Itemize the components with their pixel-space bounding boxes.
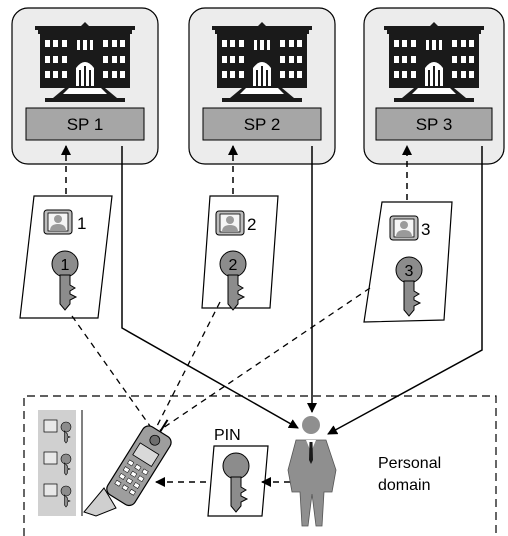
sp-box-2: SP 2 bbox=[188, 7, 336, 165]
solid-arrow-sp1-to-person bbox=[121, 146, 299, 429]
stored-credential-3 bbox=[43, 483, 72, 508]
photo-badge-icon bbox=[389, 215, 419, 241]
personal-domain-boundary bbox=[23, 395, 497, 536]
dashed-line-card1-to-phone bbox=[71, 315, 151, 427]
stored-credential-1 bbox=[43, 419, 72, 444]
sp-label: SP 3 bbox=[416, 115, 453, 134]
solid-arrow-sp3-to-person bbox=[327, 146, 483, 435]
dashed-line-card2-to-phone bbox=[155, 301, 221, 429]
stored-credential-2 bbox=[43, 451, 72, 476]
credential-number: 3 bbox=[421, 220, 430, 239]
dashed-line-card3-to-phone bbox=[159, 287, 371, 431]
sp-label: SP 1 bbox=[67, 115, 104, 134]
sp-box-3: SP 3 bbox=[363, 7, 505, 165]
key-number: 2 bbox=[229, 257, 238, 274]
key-number: 3 bbox=[405, 263, 414, 280]
credential-card-3: 3 3 bbox=[363, 201, 453, 323]
sp-label: SP 2 bbox=[244, 115, 281, 134]
credential-card-2: 2 2 bbox=[201, 195, 279, 311]
personal-domain-label-line1: Personal bbox=[378, 455, 441, 472]
photo-badge-icon bbox=[43, 209, 73, 235]
mobile-phone-icon bbox=[83, 419, 172, 517]
credential-number: 2 bbox=[247, 215, 256, 234]
credential-wallet-panel bbox=[38, 410, 83, 516]
pin-card bbox=[207, 445, 269, 517]
personal-domain-label-line2: domain bbox=[378, 477, 430, 494]
credential-card-1: 1 1 bbox=[19, 195, 113, 319]
photo-badge-icon bbox=[215, 210, 245, 236]
credential-number: 1 bbox=[77, 214, 86, 233]
key-number: 1 bbox=[61, 257, 70, 274]
pin-label: PIN bbox=[214, 427, 241, 444]
person-icon bbox=[287, 416, 337, 527]
sp-box-1: SP 1 bbox=[11, 7, 159, 165]
